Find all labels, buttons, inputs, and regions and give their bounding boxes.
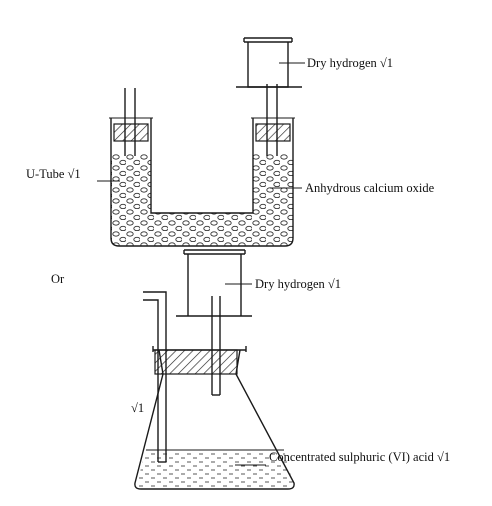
calcium-oxide-pellets bbox=[111, 154, 293, 246]
concentrated-acid bbox=[137, 450, 293, 488]
flask-stopper bbox=[154, 349, 238, 375]
label-or: Or bbox=[51, 272, 65, 286]
conical-flask bbox=[134, 346, 295, 490]
left-stopper bbox=[113, 123, 149, 142]
top-gas-jar bbox=[236, 37, 302, 88]
label-anhydrous-cao: Anhydrous calcium oxide bbox=[305, 181, 435, 195]
bottom-gas-jar bbox=[176, 249, 252, 317]
right-stopper bbox=[255, 123, 291, 142]
outlet-tube bbox=[211, 296, 221, 396]
u-tube-apparatus bbox=[109, 84, 295, 247]
label-dry-hydrogen-bottom: Dry hydrogen √1 bbox=[255, 277, 341, 291]
label-dry-hydrogen-top: Dry hydrogen √1 bbox=[307, 56, 393, 70]
inlet-tube bbox=[143, 291, 167, 463]
u-tube-outline bbox=[110, 118, 294, 247]
label-mark: √1 bbox=[131, 401, 144, 415]
label-u-tube: U-Tube √1 bbox=[26, 167, 81, 181]
label-conc-acid: Concentrated sulphuric (VI) acid √1 bbox=[269, 450, 450, 464]
